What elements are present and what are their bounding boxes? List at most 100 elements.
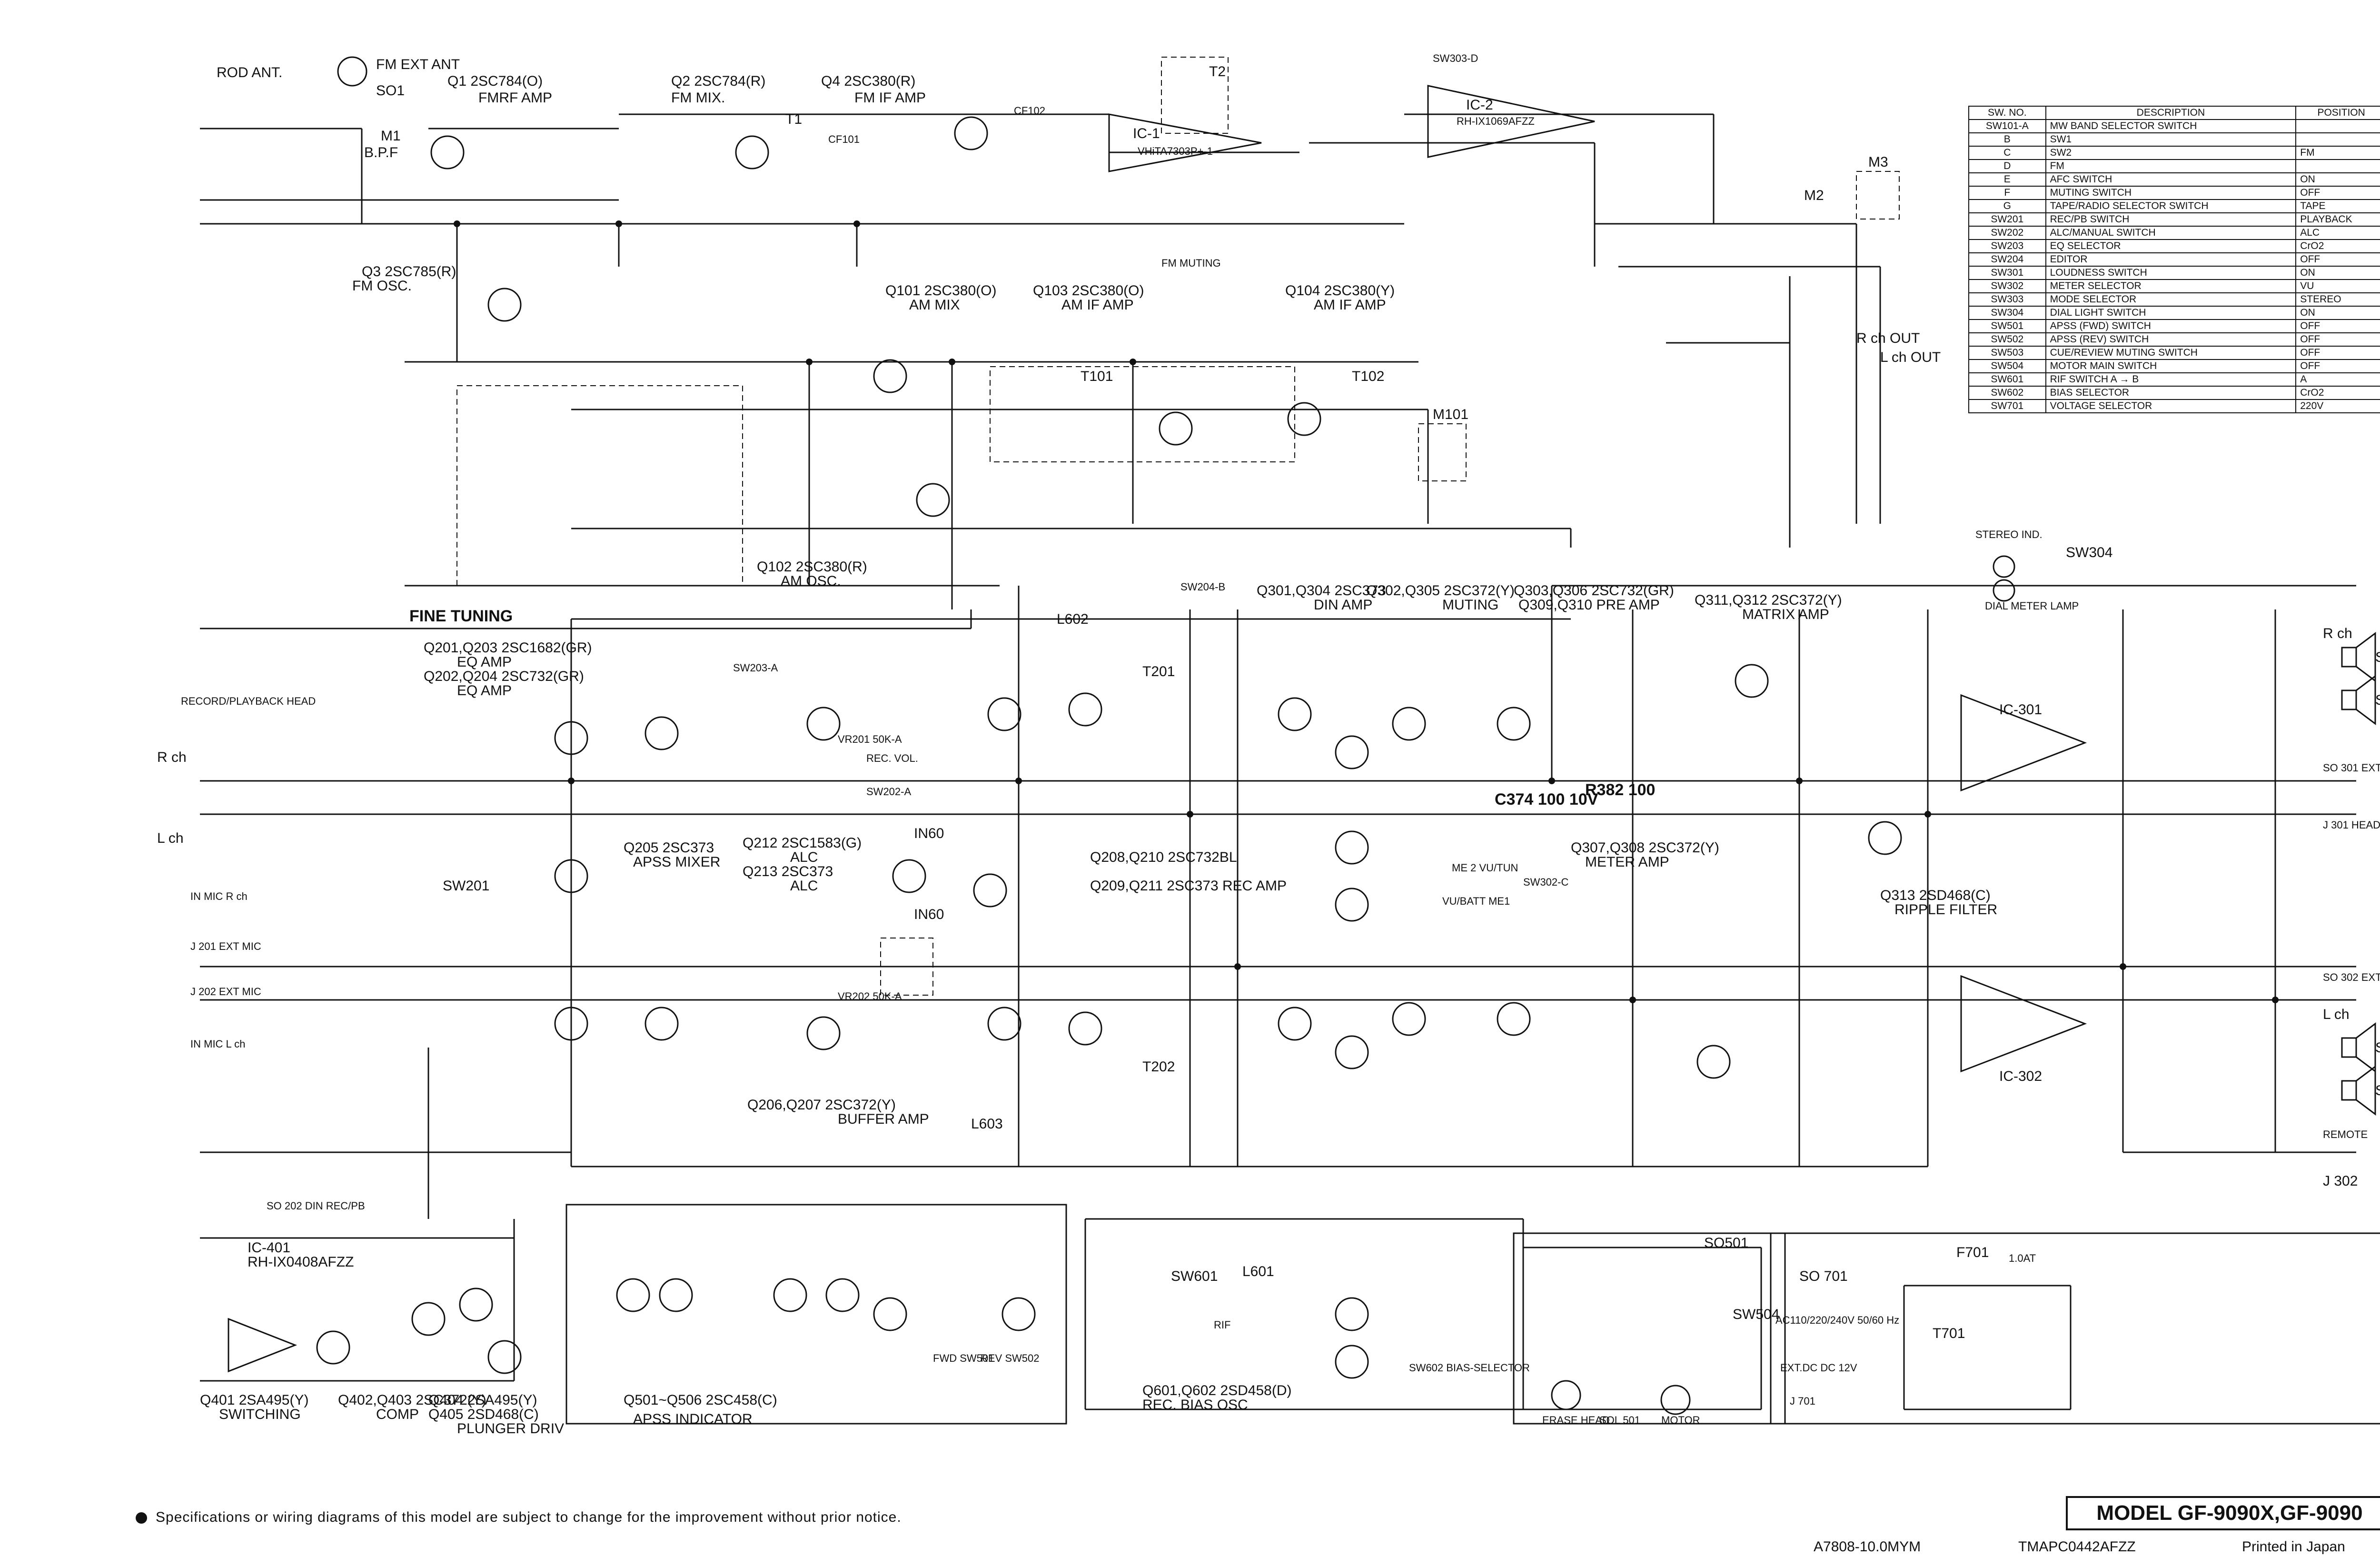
switch-table-cell-no: SW302	[1968, 279, 2046, 293]
label-q401-fn: SWITCHING	[219, 1407, 301, 1422]
bullet-icon	[136, 1512, 147, 1524]
switch-table-cell-desc: EQ SELECTOR	[2045, 239, 2297, 253]
label-q202: Q202,Q204 2SC732(GR)	[424, 669, 584, 684]
switch-table-cell-no: SW202	[1968, 226, 2046, 240]
label-fuse: 1.0AT	[2009, 1252, 2036, 1264]
switch-table-cell-no: SW602	[1968, 386, 2046, 400]
label-q101-fn: AM MIX	[909, 297, 960, 313]
ic301-symbol	[1960, 694, 2087, 792]
label-so701: SO 701	[1799, 1268, 1848, 1284]
switch-table-cell-desc: BIAS SELECTOR	[2045, 386, 2297, 400]
model-title: MODEL GF-9090X,GF-9090	[2066, 1496, 2380, 1530]
switch-table-col-no: SW. NO.	[1968, 106, 2046, 120]
label-t201: T201	[1142, 664, 1175, 679]
ic2-symbol	[1427, 85, 1595, 158]
label-r382: R382 100	[1585, 781, 1655, 799]
label-q104: Q104 2SC380(Y)	[1285, 283, 1395, 299]
label-sw504: SW504	[1733, 1307, 1779, 1322]
switch-table-cell-desc: LOUDNESS SWITCH	[2045, 266, 2297, 280]
label-sw203a: SW203-A	[733, 662, 778, 674]
label-q103: Q103 2SC380(O)	[1033, 283, 1144, 299]
label-sp2: SP2	[2375, 692, 2380, 708]
label-fine-tuning: FINE TUNING	[409, 607, 513, 625]
label-lch-out: L ch OUT	[1880, 349, 1941, 365]
label-q102: Q102 2SC380(R)	[757, 559, 867, 575]
switch-table-cell-no: SW304	[1968, 306, 2046, 320]
label-q201: Q201,Q203 2SC1682(GR)	[424, 640, 592, 656]
footer-code-2: TMAPC0442AFZZ	[2018, 1539, 2136, 1555]
switch-table-cell-desc: MW BAND SELECTOR SWITCH	[2045, 119, 2297, 133]
label-j202: J 202 EXT MIC	[190, 986, 261, 998]
label-q303: Q303,Q306 2SC732(GR)	[1514, 583, 1674, 599]
label-q212: Q212 2SC1583(G)	[743, 835, 862, 851]
switch-table-cell-desc: ALC/MANUAL SWITCH	[2045, 226, 2297, 240]
label-m2: M2	[1804, 188, 1824, 203]
switch-table-cell-pos: OFF	[2295, 346, 2380, 360]
label-q2: Q2 2SC784(R)	[671, 73, 765, 89]
switch-table-cell-pos: CrO2	[2295, 239, 2380, 253]
junction-dots	[454, 220, 2279, 1003]
label-rch-out: R ch OUT	[1856, 330, 1920, 346]
switch-table-cell-pos	[2295, 132, 2380, 147]
label-q103-fn: AM IF AMP	[1061, 297, 1134, 313]
label-t701: T701	[1933, 1326, 1965, 1341]
label-t102: T102	[1352, 369, 1384, 384]
label-sp4: SP4	[2375, 649, 2380, 665]
switch-table-cell-pos: STEREO	[2295, 292, 2380, 307]
label-q302-fn: MUTING	[1442, 597, 1498, 613]
label-sw304: SW304	[2066, 545, 2112, 560]
switch-table-cell-pos: ON	[2295, 172, 2380, 187]
label-q205: Q205 2SC373	[624, 840, 714, 856]
label-c374: C374 100 10V	[1495, 790, 1598, 808]
label-erase-head: ERASE HEAD	[1542, 1414, 1610, 1426]
switch-table-cell-desc: DIAL LIGHT SWITCH	[2045, 306, 2297, 320]
label-q1: Q1 2SC784(O)	[447, 73, 543, 89]
label-q501: Q501~Q506 2SC458(C)	[624, 1392, 777, 1408]
label-ext-dc: EXT.DC DC 12V	[1780, 1362, 1857, 1374]
ic-symbols	[228, 85, 2087, 1373]
label-in-mic-r: IN MIC R ch	[190, 890, 248, 902]
label-cf101: CF101	[828, 133, 860, 145]
label-sw302c: SW302-C	[1523, 876, 1568, 888]
switch-table-cell-desc: REC/PB SWITCH	[2045, 212, 2297, 227]
label-q4: Q4 2SC380(R)	[821, 73, 915, 89]
label-q313: Q313 2SD468(C)	[1880, 888, 1991, 903]
switch-table-cell-pos: PLAYBACK	[2295, 212, 2380, 227]
label-ic401: IC-401	[248, 1240, 290, 1256]
switch-table-cell-desc: SW2	[2045, 146, 2297, 160]
label-so1: SO1	[376, 83, 405, 99]
switch-table-cell-no: SW501	[1968, 319, 2046, 333]
label-ic2: IC-2	[1466, 97, 1493, 113]
switch-table-cell-desc: RIF SWITCH A → B	[2045, 372, 2297, 387]
label-bpf: B.P.F	[364, 145, 398, 160]
switch-table-cell-desc: APSS (FWD) SWITCH	[2045, 319, 2297, 333]
label-q601: Q601,Q602 2SD458(D)	[1142, 1383, 1292, 1398]
label-record-head: RECORD/PLAYBACK HEAD	[181, 695, 316, 707]
label-sw303d: SW303-D	[1433, 52, 1478, 64]
label-t2: T2	[1209, 64, 1226, 80]
ic1-symbol	[1108, 113, 1262, 172]
label-sw202a: SW202-A	[866, 786, 911, 798]
label-q302: Q302,Q305 2SC372(Y)	[1366, 583, 1515, 599]
switch-table-cell-desc: MUTING SWITCH	[2045, 186, 2297, 200]
label-fwd: FWD SW501	[933, 1352, 994, 1364]
footer-code-1: A7808-10.0MYM	[1814, 1539, 1921, 1555]
switch-table-cell-pos: OFF	[2295, 319, 2380, 333]
label-m1: M1	[381, 128, 401, 144]
label-q501-fn: APSS INDICATOR	[633, 1411, 753, 1427]
label-q307: Q307,Q308 2SC372(Y)	[1571, 840, 1719, 856]
switch-table-cell-pos: OFF	[2295, 186, 2380, 200]
label-me1: VU/BATT ME1	[1442, 895, 1510, 907]
switch-table-cell-pos: 220V	[2295, 399, 2380, 413]
label-so501: SO501	[1704, 1235, 1748, 1251]
label-t101: T101	[1081, 369, 1113, 384]
switch-table-cell-desc: VOLTAGE SELECTOR	[2045, 399, 2297, 413]
label-me2: ME 2 VU/TUN	[1452, 862, 1518, 874]
label-remote: REMOTE	[2323, 1128, 2368, 1140]
